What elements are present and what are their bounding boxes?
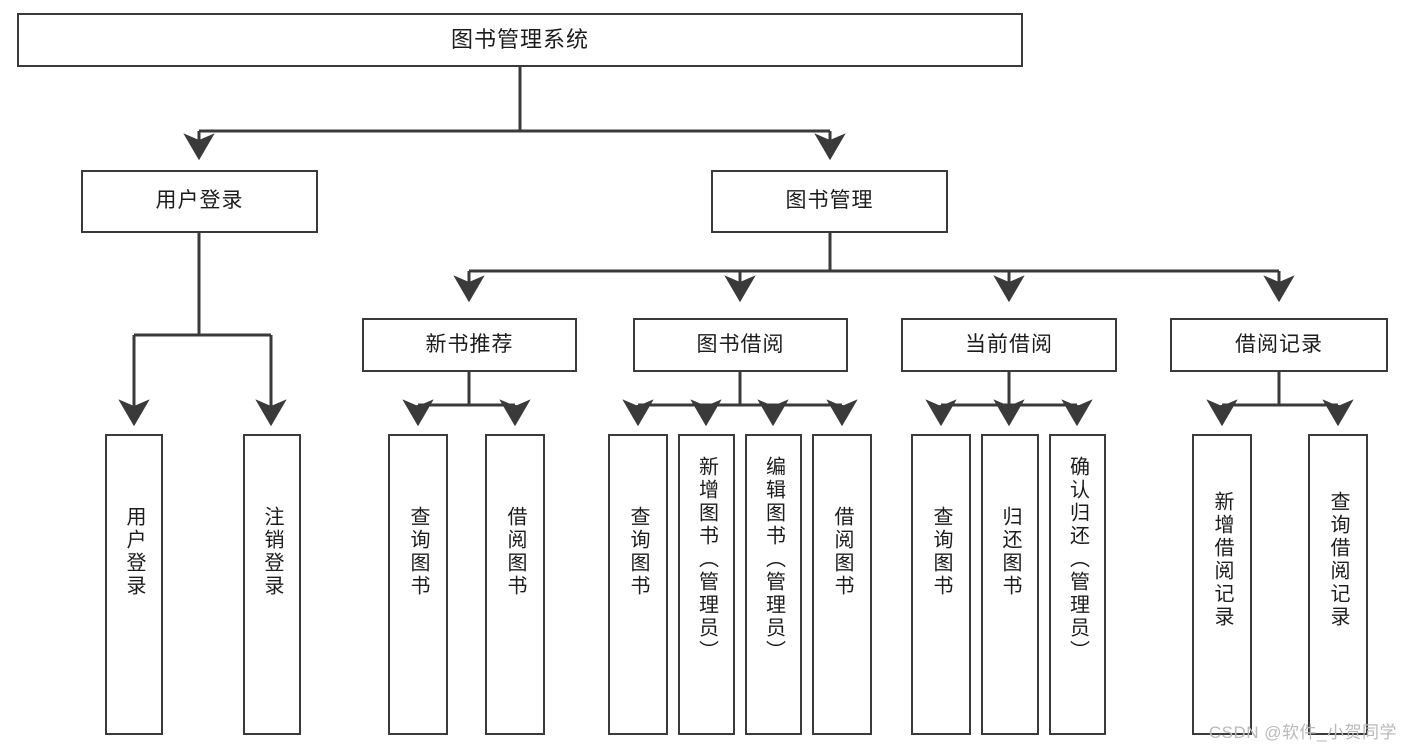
node-label: 借阅记录 <box>1235 332 1323 356</box>
node-label: 新增图书（管理员） <box>695 456 718 663</box>
node-label: 借阅图书 <box>831 506 853 598</box>
leaf-user-login[interactable]: 用户登录 <box>105 434 163 735</box>
csdn-watermark: CSDN @软件_小贺同学 <box>1208 723 1397 742</box>
node-label: 查询图书 <box>930 506 952 598</box>
leaf-logout[interactable]: 注销登录 <box>243 434 301 735</box>
node-user-login[interactable]: 用户登录 <box>81 170 318 233</box>
leaf-borrow-book-recommend[interactable]: 借阅图书 <box>485 434 545 735</box>
leaf-confirm-return-admin[interactable]: 确认归还（管理员） <box>1049 434 1106 735</box>
node-book-borrow[interactable]: 图书借阅 <box>633 318 848 372</box>
leaf-query-book-recommend[interactable]: 查询图书 <box>388 434 448 735</box>
leaf-query-book-current[interactable]: 查询图书 <box>911 434 971 735</box>
leaf-add-borrow-record[interactable]: 新增借阅记录 <box>1192 434 1252 735</box>
node-new-book-recommend[interactable]: 新书推荐 <box>362 318 577 372</box>
node-label: 确认归还（管理员） <box>1066 456 1089 663</box>
node-label: 查询借阅记录 <box>1327 491 1349 629</box>
node-label: 新增借阅记录 <box>1211 491 1233 629</box>
node-label: 图书管理 <box>785 189 874 213</box>
leaf-edit-book-admin[interactable]: 编辑图书（管理员） <box>745 434 802 735</box>
leaf-borrow-book[interactable]: 借阅图书 <box>812 434 872 735</box>
node-label: 新书推荐 <box>425 332 514 356</box>
node-label: 归还图书 <box>999 506 1021 598</box>
node-label: 查询图书 <box>627 506 649 598</box>
node-label: 图书管理系统 <box>450 27 589 53</box>
node-root-system[interactable]: 图书管理系统 <box>17 13 1023 67</box>
leaf-query-book-borrow[interactable]: 查询图书 <box>608 434 668 735</box>
node-label: 图书借阅 <box>696 332 785 356</box>
leaf-add-book-admin[interactable]: 新增图书（管理员） <box>678 434 735 735</box>
leaf-return-book[interactable]: 归还图书 <box>981 434 1039 735</box>
node-label: 用户登录 <box>123 506 145 598</box>
node-book-management[interactable]: 图书管理 <box>711 170 948 233</box>
leaf-query-borrow-record[interactable]: 查询借阅记录 <box>1308 434 1368 735</box>
node-label: 借阅图书 <box>504 506 526 598</box>
node-current-borrow[interactable]: 当前借阅 <box>901 318 1117 372</box>
node-borrow-record[interactable]: 借阅记录 <box>1170 318 1388 372</box>
node-label: 编辑图书（管理员） <box>762 456 785 663</box>
node-label: 注销登录 <box>261 506 283 598</box>
node-label: 查询图书 <box>407 506 429 598</box>
node-label: 用户登录 <box>155 189 244 213</box>
node-label: 当前借阅 <box>965 332 1053 356</box>
